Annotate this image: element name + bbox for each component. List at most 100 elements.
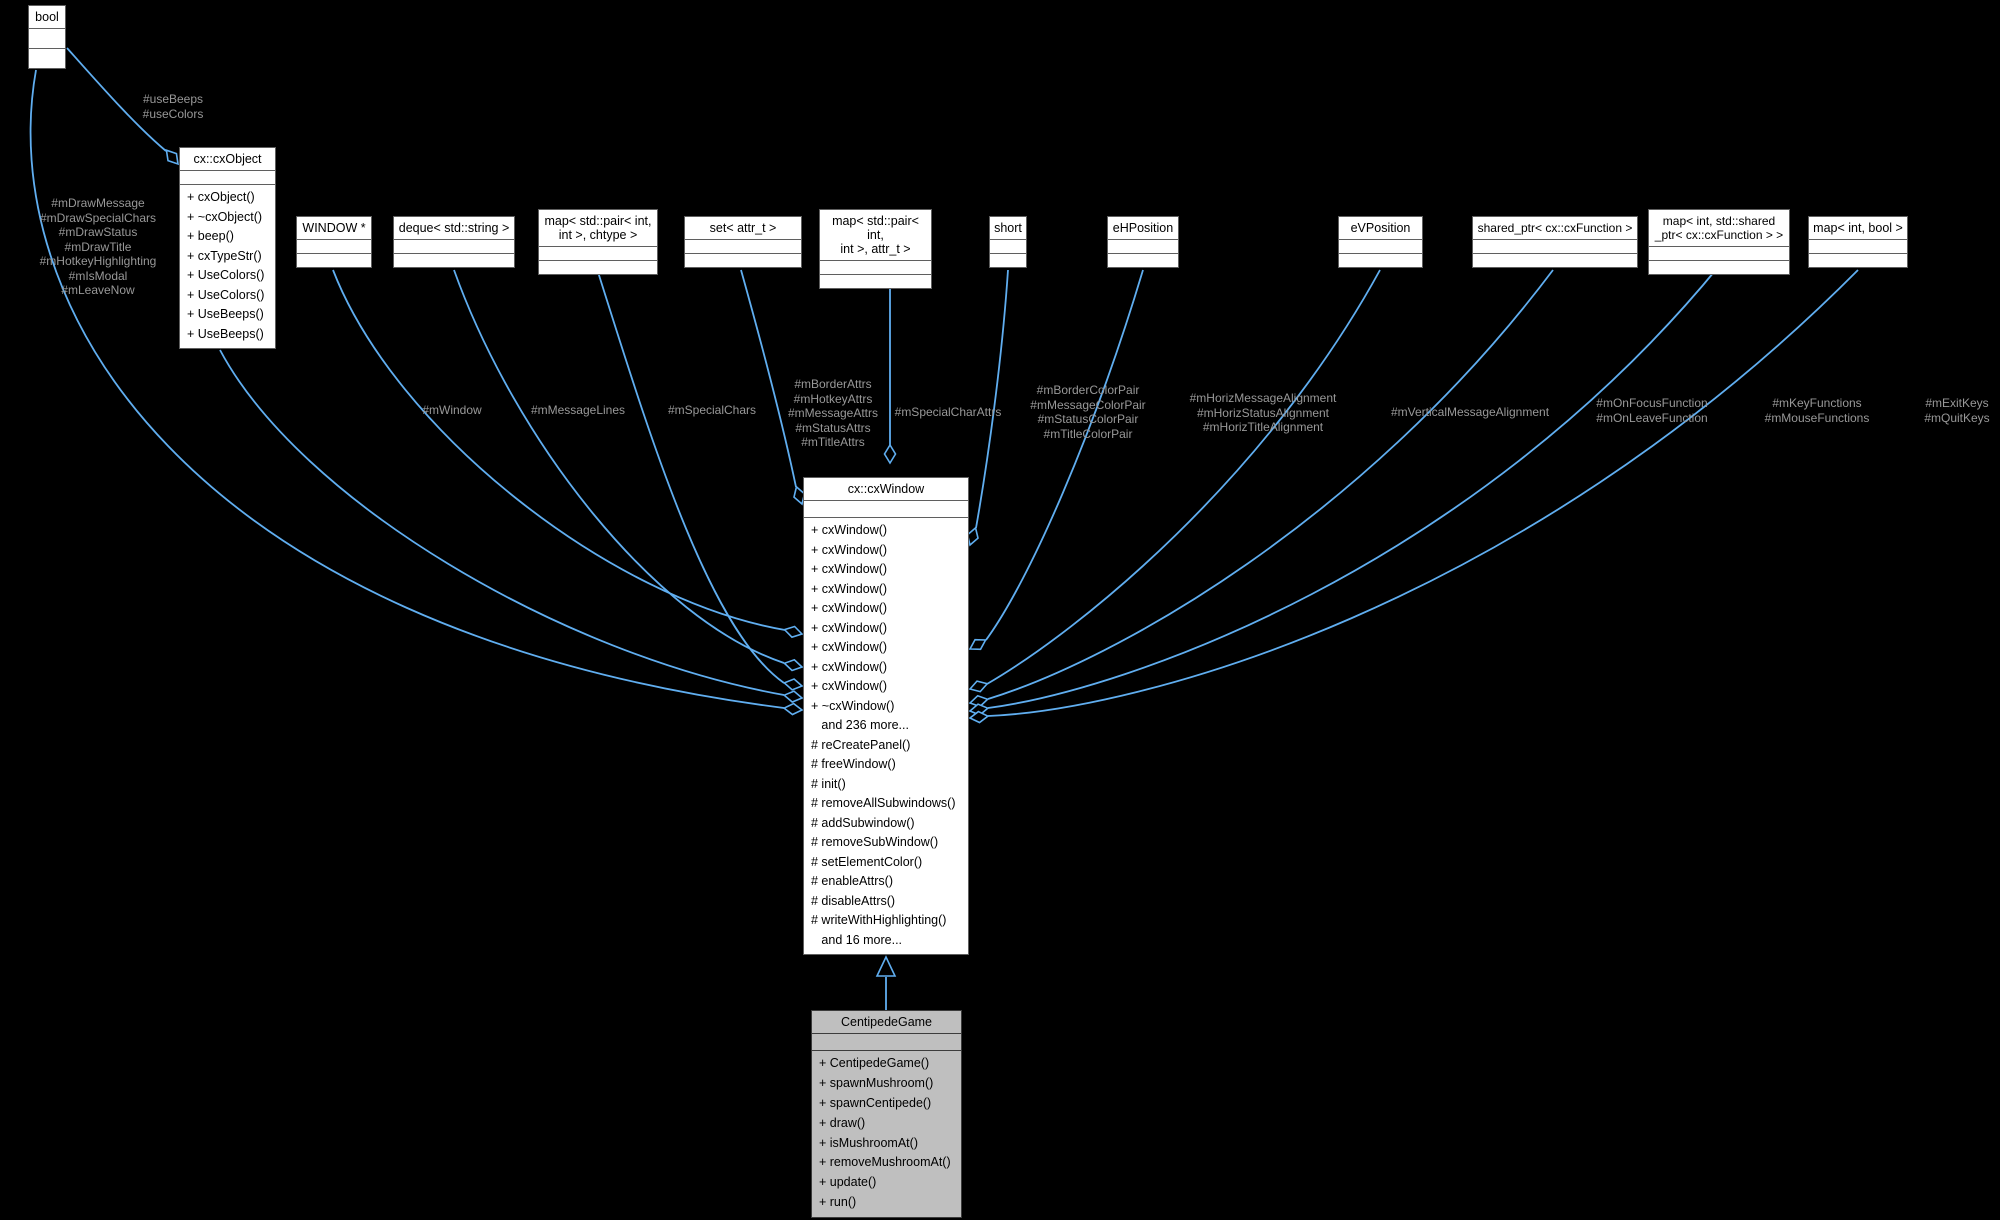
methods-compartment: + cxWindow() + cxWindow() + cxWindow() + cx… bbox=[804, 518, 968, 954]
method-row: # enableAttrs() bbox=[811, 874, 893, 888]
edge-short-cxwindow bbox=[975, 269, 1009, 529]
method-row: + UseBeeps() bbox=[187, 307, 264, 321]
methods-compartment bbox=[29, 49, 65, 68]
class-box-shared-ptr-fn[interactable]: shared_ptr< cx::cxFunction > bbox=[1472, 216, 1638, 268]
edge-label-message-lines: #mMessageLines bbox=[530, 403, 626, 417]
attributes-compartment bbox=[804, 501, 968, 518]
class-box-short[interactable]: short bbox=[989, 216, 1027, 268]
attributes-compartment bbox=[990, 240, 1026, 254]
methods-compartment bbox=[1473, 254, 1637, 267]
attributes-compartment bbox=[539, 247, 657, 261]
method-row: + cxWindow() bbox=[811, 542, 888, 557]
method-row: + cxWindow() bbox=[811, 562, 888, 576]
edge-deque-cxwindow bbox=[453, 269, 785, 664]
method-row: # init() bbox=[811, 776, 846, 791]
method-row: + spawnCentipede() bbox=[819, 1095, 932, 1110]
method-row: + spawnMushroom() bbox=[819, 1075, 934, 1090]
edge-bool-cxobject bbox=[66, 47, 167, 152]
method-row: + cxWindow() bbox=[811, 601, 888, 615]
method-row: + cxWindow() bbox=[811, 581, 888, 596]
method-row: # addSubwindow() bbox=[811, 815, 915, 830]
aggregation-diamond bbox=[782, 678, 804, 691]
method-row: # setElementColor() bbox=[811, 854, 923, 869]
class-title: bool bbox=[29, 6, 65, 29]
edge-label-color-pairs: #mBorderColorPair #mMessageColorPair #mS… bbox=[1030, 383, 1146, 441]
edge-mapchtype-cxwindow bbox=[597, 271, 785, 684]
method-row: + removeMushroomAt() bbox=[819, 1155, 951, 1170]
edge-label-horiz-alignments: #mHorizMessageAlignment #mHorizStatusAli… bbox=[1189, 391, 1337, 434]
class-title: eHPosition bbox=[1108, 217, 1178, 240]
edge-window-cxwindow bbox=[332, 269, 786, 631]
attributes-compartment bbox=[297, 240, 371, 254]
method-row: + cxWindow() bbox=[811, 620, 888, 635]
aggregation-diamond bbox=[968, 638, 987, 651]
method-row: + draw() bbox=[819, 1115, 866, 1130]
aggregation-diamond bbox=[783, 625, 804, 639]
method-row: + ~cxObject() bbox=[187, 209, 263, 224]
methods-compartment bbox=[1809, 254, 1907, 267]
methods-compartment: + cxObject() + ~cxObject() + beep() + cxTyp… bbox=[180, 185, 275, 348]
edge-evpos-cxwindow bbox=[986, 269, 1381, 685]
method-row: + UseBeeps() bbox=[187, 326, 264, 341]
aggregation-diamond bbox=[968, 710, 990, 724]
attributes-compartment bbox=[180, 171, 275, 185]
method-row: + cxTypeStr() bbox=[187, 248, 262, 263]
edge-label-attrs: #mBorderAttrs #mHotkeyAttrs #mMessageAtt… bbox=[787, 377, 879, 449]
edge-label-exit-keys: #mExitKeys #mQuitKeys bbox=[1924, 396, 1990, 425]
edge-sharedptr-cxwindow bbox=[987, 269, 1554, 700]
method-row: + cxWindow() bbox=[811, 523, 888, 537]
method-row: # removeAllSubwindows() bbox=[811, 796, 956, 810]
class-box-map-shared-fn[interactable]: map< int, std::shared _ptr< cx::cxFuncti… bbox=[1648, 209, 1790, 275]
methods-compartment bbox=[820, 275, 931, 288]
class-title: map< int, std::shared _ptr< cx::cxFuncti… bbox=[1649, 210, 1789, 247]
class-box-map-int-bool[interactable]: map< int, bool > bbox=[1808, 216, 1908, 268]
methods-compartment bbox=[685, 254, 801, 267]
method-row: + isMushroomAt() bbox=[819, 1135, 918, 1150]
class-title: cx::cxObject bbox=[180, 148, 275, 171]
edge-label-key-functions: #mKeyFunctions #mMouseFunctions bbox=[1764, 396, 1870, 425]
methods-compartment: + CentipedeGame() + spawnMushroom() + spaw… bbox=[812, 1051, 961, 1217]
attributes-compartment bbox=[1108, 240, 1178, 254]
edge-label-use-flags: #useBeeps #useColors bbox=[142, 92, 204, 121]
methods-compartment bbox=[297, 254, 371, 267]
class-title: cx::cxWindow bbox=[804, 478, 968, 501]
class-box-set-attr[interactable]: set< attr_t > bbox=[684, 216, 802, 268]
class-title: map< std::pair< int, int >, attr_t > bbox=[820, 210, 931, 261]
edge-mapbool-cxwindow bbox=[987, 269, 1859, 717]
methods-compartment bbox=[990, 254, 1026, 267]
attributes-compartment bbox=[29, 29, 65, 49]
class-box-evposition[interactable]: eVPosition bbox=[1338, 216, 1423, 268]
edge-label-window: #mWindow bbox=[422, 403, 482, 417]
class-title: deque< std::string > bbox=[394, 217, 514, 240]
edge-label-focus-functions: #mOnFocusFunction #mOnLeaveFunction bbox=[1596, 396, 1708, 425]
class-box-cxwindow[interactable]: cx::cxWindow + cxWindow()+ cxWindow()+ c… bbox=[803, 477, 969, 955]
class-box-deque-string[interactable]: deque< std::string > bbox=[393, 216, 515, 268]
method-row: + update() bbox=[819, 1175, 877, 1190]
aggregation-diamond bbox=[883, 443, 897, 465]
edge-bool-cxwindow bbox=[29, 69, 785, 709]
class-box-ehposition[interactable]: eHPosition bbox=[1107, 216, 1179, 268]
attributes-compartment bbox=[394, 240, 514, 254]
attributes-compartment bbox=[820, 261, 931, 275]
method-row: + cxObject() bbox=[187, 190, 255, 204]
class-title: map< std::pair< int, int >, chtype > bbox=[539, 210, 657, 247]
attributes-compartment bbox=[1339, 240, 1422, 254]
method-row: + run() bbox=[819, 1195, 857, 1210]
class-box-bool[interactable]: bool bbox=[28, 5, 66, 69]
methods-compartment bbox=[1649, 261, 1789, 274]
class-box-centipedegame[interactable]: CentipedeGame + CentipedeGame()+ spawnMu… bbox=[811, 1010, 962, 1219]
attributes-compartment bbox=[1809, 240, 1907, 254]
edge-label-vertical-alignment: #mVerticalMessageAlignment bbox=[1390, 405, 1550, 419]
methods-compartment bbox=[539, 261, 657, 274]
method-row: + CentipedeGame() bbox=[819, 1056, 930, 1070]
method-row: + beep() bbox=[187, 229, 234, 243]
method-row: # writeWithHighlighting() bbox=[811, 913, 947, 927]
class-box-cxobject[interactable]: cx::cxObject + cxObject()+ ~cxObject()+ … bbox=[179, 147, 276, 349]
edge-mapshared-cxwindow bbox=[987, 265, 1720, 709]
class-box-map-attr[interactable]: map< std::pair< int, int >, attr_t > bbox=[819, 209, 932, 289]
method-row: + UseColors() bbox=[187, 287, 265, 302]
class-box-map-chtype[interactable]: map< std::pair< int, int >, chtype > bbox=[538, 209, 658, 275]
class-box-window-ptr[interactable]: WINDOW * bbox=[296, 216, 372, 268]
